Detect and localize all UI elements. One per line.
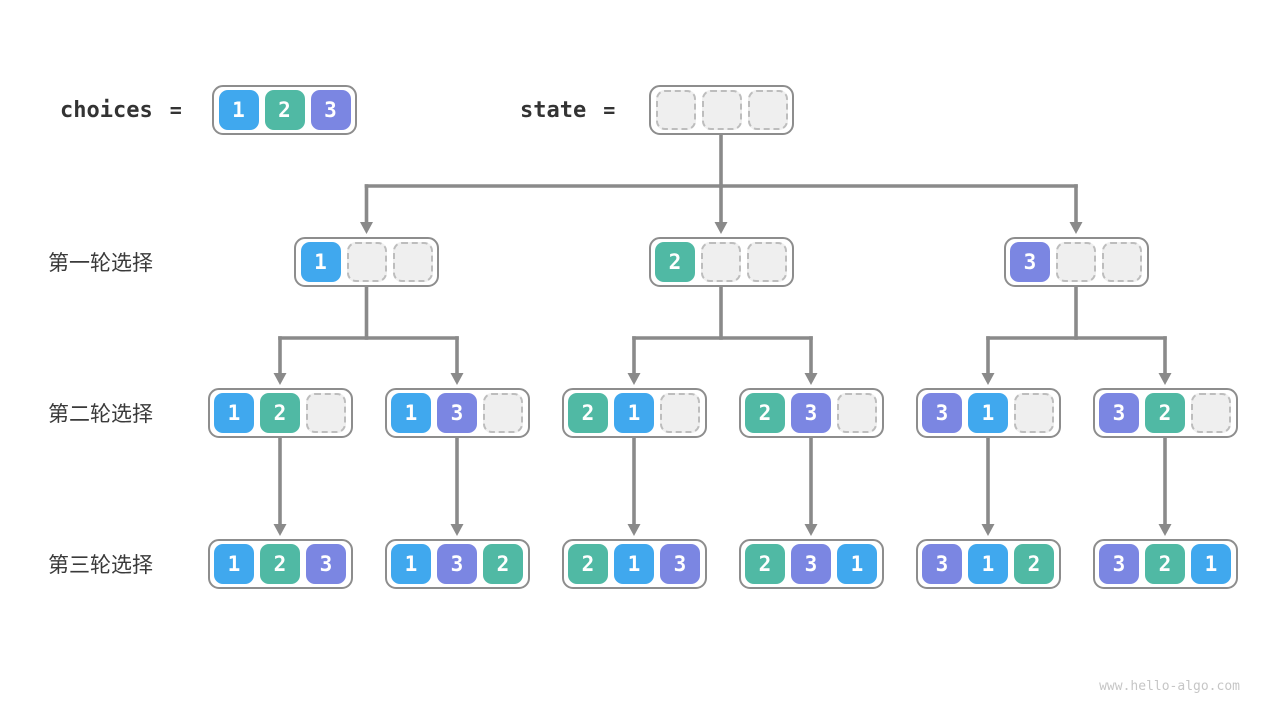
value-cell-3: 3 (306, 544, 346, 584)
value-cell-3: 3 (1010, 242, 1050, 282)
state-array (649, 85, 794, 135)
value-cell-2: 2 (568, 544, 608, 584)
value-cell-1: 1 (214, 393, 254, 433)
empty-slot (747, 242, 787, 282)
state-node-round1-3: 3 (1003, 237, 1149, 287)
value-cell-2: 2 (745, 393, 785, 433)
state-node-round1-1: 1 (294, 237, 439, 287)
choices-label: choices (60, 97, 153, 123)
value-cell-1: 1 (1191, 544, 1231, 584)
round-1-label: 第一轮选择 (48, 252, 153, 275)
value-cell-3: 3 (437, 544, 477, 584)
empty-slot (306, 393, 346, 433)
empty-slot (483, 393, 523, 433)
value-cell-3: 3 (1099, 544, 1139, 584)
value-cell-3: 3 (922, 393, 962, 433)
value-cell-1: 1 (614, 544, 654, 584)
value-cell-1: 1 (614, 393, 654, 433)
value-cell-3: 3 (1099, 393, 1139, 433)
value-cell-2: 2 (264, 90, 305, 130)
value-cell-3: 3 (437, 393, 477, 433)
choices-equals-sign: = (169, 98, 182, 122)
empty-slot (1056, 242, 1096, 282)
empty-slot (655, 90, 696, 130)
empty-slot (346, 242, 387, 282)
round-3-label: 第三轮选择 (48, 554, 153, 577)
value-cell-1: 1 (218, 90, 259, 130)
value-cell-1: 1 (391, 544, 431, 584)
value-cell-1: 1 (391, 393, 431, 433)
round-2-label: 第二轮选择 (48, 403, 153, 426)
value-cell-3: 3 (791, 393, 831, 433)
value-cell-3: 3 (660, 544, 700, 584)
value-cell-2: 2 (568, 393, 608, 433)
value-cell-3: 3 (791, 544, 831, 584)
empty-slot (392, 242, 433, 282)
choices-declaration: choices = (60, 85, 182, 135)
value-cell-1: 1 (968, 544, 1008, 584)
value-cell-2: 2 (655, 242, 695, 282)
value-cell-3: 3 (922, 544, 962, 584)
state-declaration: state = (520, 85, 615, 135)
empty-slot (701, 90, 742, 130)
value-cell-3: 3 (310, 90, 351, 130)
value-cell-2: 2 (260, 544, 300, 584)
value-cell-2: 2 (1014, 544, 1054, 584)
value-cell-2: 2 (745, 544, 785, 584)
value-cell-1: 1 (300, 242, 341, 282)
empty-slot (837, 393, 877, 433)
empty-slot (701, 242, 741, 282)
state-node-round1-2: 2 (648, 237, 794, 287)
empty-slot (747, 90, 788, 130)
value-cell-2: 2 (483, 544, 523, 584)
empty-slot (660, 393, 700, 433)
value-cell-2: 2 (260, 393, 300, 433)
value-cell-2: 2 (1145, 393, 1185, 433)
value-cell-1: 1 (837, 544, 877, 584)
empty-slot (1191, 393, 1231, 433)
value-cell-1: 1 (968, 393, 1008, 433)
state-equals-sign: = (603, 98, 616, 122)
value-cell-2: 2 (1145, 544, 1185, 584)
value-cell-1: 1 (214, 544, 254, 584)
empty-slot (1014, 393, 1054, 433)
watermark-text: www.hello-algo.com (1099, 679, 1240, 694)
empty-slot (1102, 242, 1142, 282)
state-label: state (520, 97, 587, 123)
